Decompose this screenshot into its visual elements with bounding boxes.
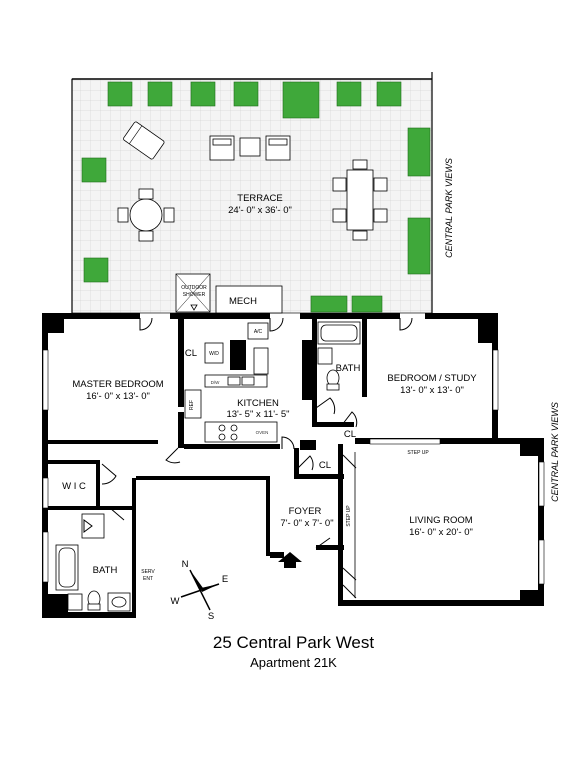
cl-master-closet: W/D CL [185,342,224,364]
planter [81,157,107,183]
dw-label: D/W [211,380,221,385]
ac-label: A/C [254,329,263,335]
compass-e: E [222,574,228,585]
ref-label: REF [189,400,195,410]
compass-n: N [182,559,189,570]
interior-walls [48,317,367,618]
outdoor-shower: OUTDOOR SHOWER [175,273,211,313]
foyer-label: FOYER [289,506,322,517]
foyer-dims: 7'- 0" x 7'- 0" [280,518,333,529]
kitchen-dims: 13'- 5" x 11'- 5" [226,409,289,420]
bedroom-study-label: BEDROOM / STUDY [387,373,477,384]
entrance-arrow-icon [278,552,302,568]
planter [107,81,133,107]
round-table-set [117,188,175,242]
terrace-plants [81,81,431,313]
planter [282,81,320,119]
outdoor-shower-label: OUTDOOR [181,285,207,291]
central-park-views-terrace: CENTRAL PARK VIEWS [444,158,454,258]
master-bedroom-dims: 16'- 0" x 13'- 0" [86,391,150,402]
master-bedroom-label: MASTER BEDROOM [72,379,163,390]
apartment-number: Apartment 21K [250,655,337,670]
lounge-chair [123,121,165,160]
dining-table-set [332,159,388,241]
ac-unit: A/C [247,322,269,340]
planter [83,257,109,283]
planter [336,81,362,107]
armchair [265,135,291,161]
planter [147,81,173,107]
armchair [209,135,235,161]
kitchen-label: KITCHEN [237,398,279,409]
doors [101,317,413,599]
terrace-furniture [117,121,388,242]
living-room-label: LIVING ROOM [409,515,472,526]
floor-plan: OUTDOOR SHOWER MECH TERRACE 24'- 0" x 36… [42,72,560,622]
planter [351,295,383,313]
serv-ent-label: SERV [141,569,155,575]
wd-label: W/D [209,351,219,357]
terrace-dims: 24'- 0" x 36'- 0" [228,205,292,216]
central-park-views-living: CENTRAL PARK VIEWS [550,402,560,502]
bath-main-label: BATH [93,565,118,576]
windows [42,349,545,585]
bath-bedroom-fixtures [317,321,361,391]
kitchen-fixtures: D/W REF OVEN [184,347,278,443]
planter [310,295,348,313]
cl-master-label: CL [185,348,197,359]
compass-rose: N E S W [171,559,229,622]
cl-bedroom-label: CL [344,429,356,440]
compass-s: S [208,611,214,622]
planter [190,81,216,107]
serv-ent-label-2: ENT [143,576,153,582]
cl-foyer-label: CL [319,460,331,471]
planter [407,217,431,275]
planter [233,81,259,107]
living-room-dims: 16'- 0" x 20'- 0" [409,527,473,538]
step-up-horizontal: STEP UP [407,450,429,456]
wic-label: W I C [62,481,86,492]
bath-bedroom-label: BATH [336,363,361,374]
listing-address: 25 Central Park West [212,633,375,652]
side-table [239,137,261,157]
oven-label: OVEN [256,430,269,435]
compass-w: W [171,596,180,607]
exterior-walls [42,313,544,618]
planter [376,81,402,107]
terrace-label: TERRACE [237,193,282,204]
mech-label: MECH [229,296,257,307]
planter [407,127,431,177]
step-up-vertical: STEP UP [346,505,352,527]
mech-room: MECH [215,285,283,314]
bedroom-study-dims: 13'- 0" x 13'- 0" [400,385,464,396]
outdoor-shower-label-2: SHOWER [183,292,206,298]
bath-main-fixtures [55,513,131,612]
